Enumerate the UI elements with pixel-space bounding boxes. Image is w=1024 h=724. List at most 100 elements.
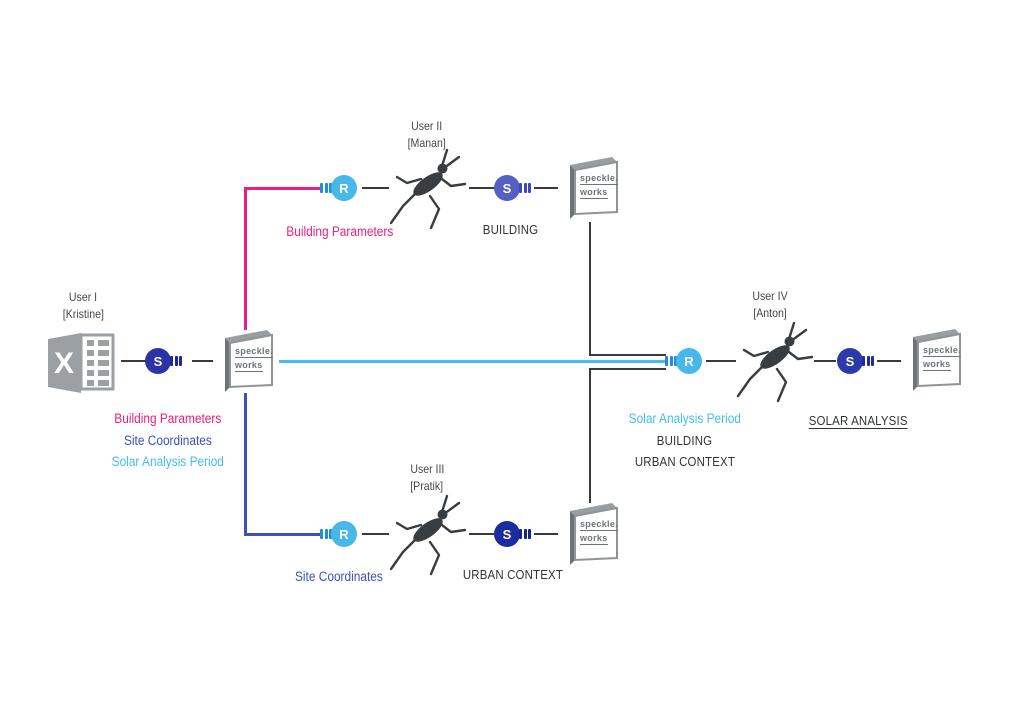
receiver-icon-user3: R [320, 521, 357, 547]
receiver-letter: R [684, 353, 694, 369]
speckle-logo: speckle. works [923, 345, 961, 373]
user3-label: User III [Pratik] [377, 461, 477, 495]
line-right-receiver-to-grasshopper [706, 360, 736, 362]
speckle-logo: speckle. works [235, 346, 273, 374]
receiver-plug [665, 356, 677, 366]
sender-letter: S [153, 353, 163, 369]
top-building-parameters: Building Parameters [286, 224, 394, 239]
user1-label: User I [Kristine] [33, 289, 133, 323]
speckle-logo-line2: works [235, 360, 263, 372]
speckle-box-shape [570, 157, 618, 219]
speckle-box-shape [570, 503, 618, 565]
sender-plug [519, 183, 531, 193]
sender-letter: S [845, 353, 855, 369]
speckle-logo-line1: speckle. [923, 345, 961, 357]
grasshopper-icon-user4 [736, 321, 814, 403]
stream-site-coordinates: Site Coordinates [123, 432, 212, 448]
receiver-letter: R [339, 180, 349, 196]
line-bottom-receiver-to-grasshopper [362, 533, 389, 535]
speckle-server-box-urban: speckle. works [559, 502, 623, 568]
sender-circle: S [837, 348, 863, 374]
right-urban-context: URBAN CONTEXT [634, 454, 736, 469]
line-urban-box-up-horizontal [589, 368, 666, 370]
line-top-sender-to-box [534, 187, 558, 189]
excel-icon: X [48, 333, 115, 393]
right-building: BUILDING [657, 432, 713, 448]
right-input-stream-list: Solar Analysis Period BUILDING URBAN CON… [607, 408, 763, 473]
sender-icon-user2: S [494, 175, 531, 201]
sender-plug [170, 356, 182, 366]
receiver-icon-user4: R [665, 348, 702, 374]
bottom-site-coordinates: Site Coordinates [295, 569, 383, 584]
line-sender-to-box-left [192, 360, 213, 362]
grasshopper-icon-user2 [389, 148, 467, 230]
bottom-input-stream-label: Site Coordinates [259, 566, 419, 588]
top-input-stream-label: Building Parameters [260, 221, 420, 243]
receiver-letter: R [339, 526, 349, 542]
building-output-label: BUILDING [483, 222, 539, 237]
sender-icon-user4: S [837, 348, 874, 374]
receiver-circle: R [676, 348, 702, 374]
sender-letter: S [502, 180, 512, 196]
speckle-logo-line2: works [580, 533, 608, 545]
line-site-coords-vertical [244, 393, 247, 535]
speckle-logo: speckle. works [580, 173, 618, 201]
line-right-sender-to-box [877, 360, 901, 362]
user1-name: User I [68, 290, 98, 304]
receiver-plug [320, 183, 332, 193]
line-top-grasshopper-to-sender [469, 187, 494, 189]
sender-circle: S [494, 521, 520, 547]
line-building-params-vertical [244, 187, 247, 330]
receiver-circle: R [331, 175, 357, 201]
receiver-icon-user2: R [320, 175, 357, 201]
right-solar-analysis-period: Solar Analysis Period [628, 411, 742, 426]
sender-letter: S [502, 526, 512, 542]
excel-grid-cells [87, 340, 109, 386]
user2-name: User II [411, 119, 443, 133]
line-top-receiver-to-grasshopper [362, 187, 389, 189]
excel-x-letter: X [54, 347, 74, 380]
left-stream-list: Building Parameters Site Coordinates Sol… [60, 408, 275, 473]
speckle-server-box-building: speckle. works [559, 156, 623, 222]
speckle-server-box-left: speckle. works [214, 329, 278, 395]
speckle-box-shape [913, 329, 961, 391]
line-bottom-sender-to-box [534, 533, 558, 535]
receiver-circle: R [331, 521, 357, 547]
sender-icon-user1: S [145, 348, 182, 374]
speckle-logo-line1: speckle. [235, 346, 273, 358]
sender-circle: S [494, 175, 520, 201]
line-solar-period-stream [279, 360, 666, 363]
bottom-output-label: URBAN CONTEXT [453, 567, 573, 582]
solar-analysis-output-label: SOLAR ANALYSIS [808, 413, 908, 428]
user2-realname: [Manan] [407, 136, 447, 150]
speckle-server-box-right: speckle. works [902, 328, 966, 394]
line-building-box-down-vertical [589, 222, 591, 355]
speckle-logo: speckle. works [580, 519, 618, 547]
line-site-coords-horizontal [244, 533, 321, 536]
speckle-box-shape [225, 330, 273, 392]
stream-building-parameters: Building Parameters [114, 411, 221, 426]
sender-plug [862, 356, 874, 366]
speckle-logo-line1: speckle. [580, 173, 618, 185]
user1-realname: [Kristine] [62, 307, 104, 321]
line-bottom-grasshopper-to-sender [469, 533, 494, 535]
line-excel-to-sender [121, 360, 147, 362]
line-building-box-down-horizontal [589, 354, 666, 356]
speckle-logo-line2: works [580, 187, 608, 199]
speckle-logo-line1: speckle. [580, 519, 618, 531]
receiver-plug [320, 529, 332, 539]
user4-name: User IV [752, 289, 788, 303]
user3-realname: [Pratik] [410, 479, 444, 493]
line-building-params-horizontal [244, 187, 321, 190]
speckle-logo-line2: works [923, 359, 951, 371]
user3-name: User III [409, 462, 445, 476]
right-output-label: SOLAR ANALYSIS [786, 413, 930, 428]
user4-realname: [Anton] [753, 306, 787, 320]
urban-context-output-label: URBAN CONTEXT [462, 567, 564, 582]
user4-label: User IV [Anton] [720, 288, 820, 322]
grasshopper-icon-user3 [389, 494, 467, 576]
sender-plug [519, 529, 531, 539]
user2-label: User II [Manan] [377, 118, 477, 152]
stream-solar-analysis-period: Solar Analysis Period [111, 454, 224, 469]
